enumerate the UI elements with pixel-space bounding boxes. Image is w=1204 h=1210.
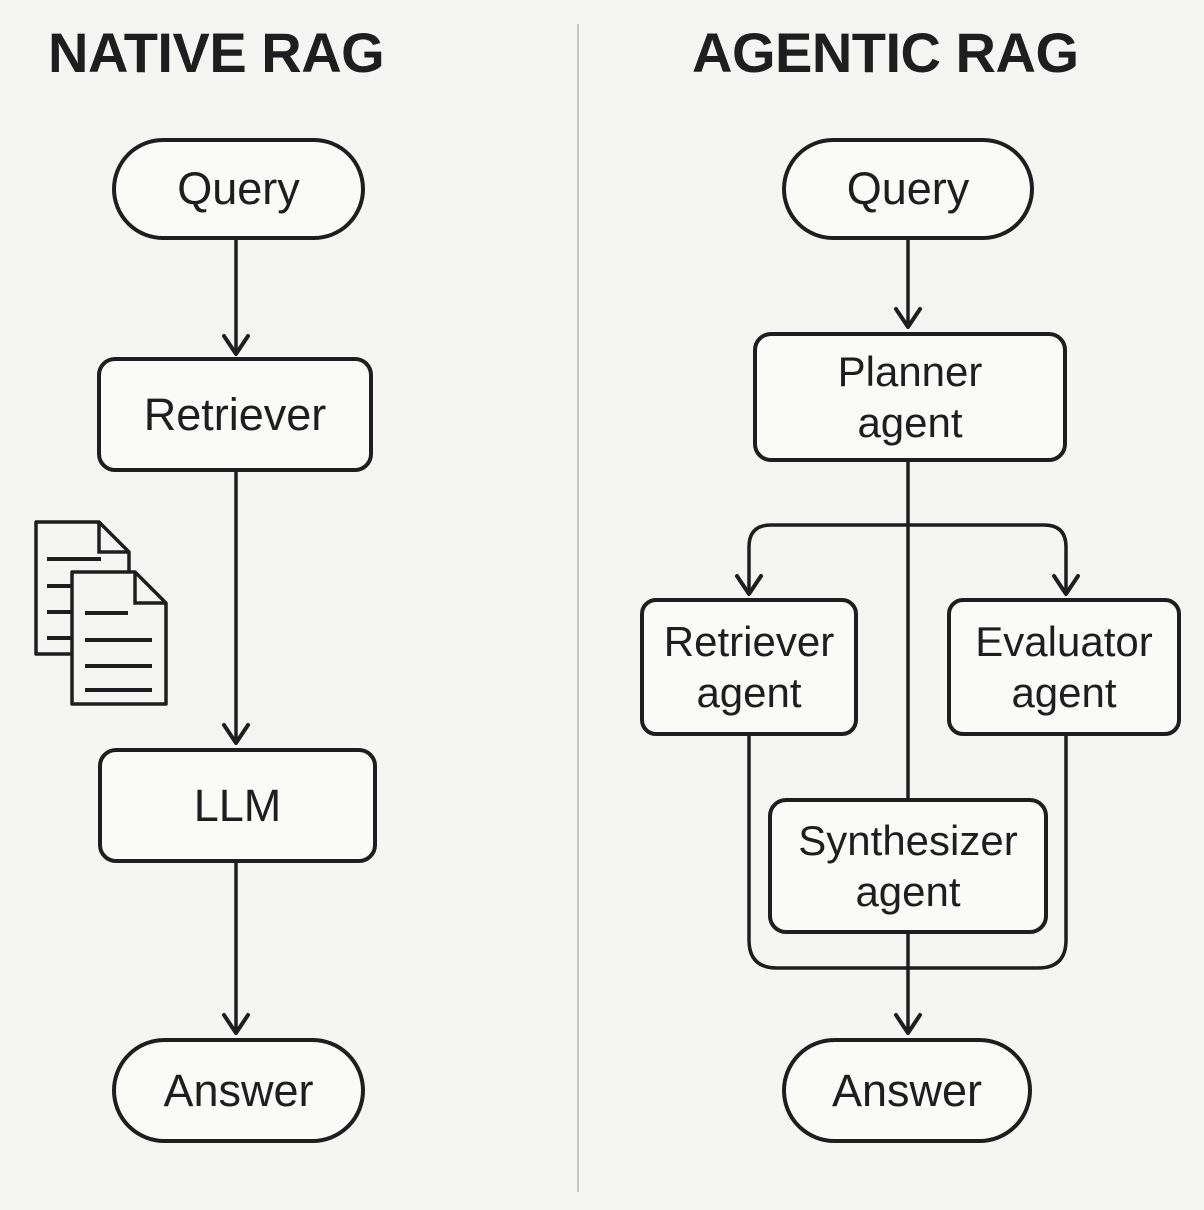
arrowhead-icon — [894, 307, 922, 329]
arrowhead-icon — [735, 574, 763, 596]
synthesizer-agent-node: Synthesizer agent — [768, 798, 1048, 934]
answer-node-agentic: Answer — [782, 1038, 1032, 1143]
node-label-line1: Retriever — [663, 617, 835, 665]
native-flow-arrows — [222, 240, 250, 1035]
arrowhead-icon — [1052, 574, 1080, 596]
answer-node-native: Answer — [112, 1038, 365, 1143]
query-node-native: Query — [112, 138, 365, 240]
node-label-line2: agent — [1011, 669, 1117, 716]
node-label-line2: agent — [855, 868, 961, 915]
retriever-agent-node: Retriever agent — [640, 598, 858, 736]
node-label-line2: agent — [857, 399, 963, 446]
node-label: Query — [846, 163, 970, 214]
back-page-fold-icon — [97, 522, 129, 554]
native-rag-title: NATIVE RAG — [48, 21, 385, 84]
retriever-node: Retriever — [97, 357, 373, 472]
query-node-agentic: Query — [782, 138, 1034, 240]
node-label: Query — [177, 163, 300, 214]
evaluator-agent-node: Evaluator agent — [947, 598, 1181, 736]
node-label-line1: Synthesizer — [798, 816, 1018, 864]
planner-agent-node: Planner agent — [753, 332, 1067, 462]
arrowhead-icon — [222, 723, 250, 745]
branch-planner-to-agents — [747, 523, 1068, 591]
node-label: Answer — [831, 1064, 983, 1116]
node-label: Retriever — [143, 388, 327, 440]
llm-node: LLM — [98, 748, 377, 863]
documents-icon — [34, 520, 168, 706]
agentic-rag-title: AGENTIC RAG — [692, 21, 1079, 84]
node-label: LLM — [193, 779, 282, 831]
front-page-fold-icon — [133, 572, 166, 605]
arrowhead-icon — [222, 1013, 250, 1035]
node-label: Answer — [163, 1064, 314, 1116]
node-label-line1: Planner — [837, 347, 983, 395]
node-label-line1: Evaluator — [975, 617, 1153, 665]
node-label-line2: agent — [696, 669, 802, 716]
agentic-flow-arrows — [735, 240, 1080, 1035]
arrowhead-icon — [222, 334, 250, 356]
arrowhead-icon — [894, 1013, 922, 1035]
